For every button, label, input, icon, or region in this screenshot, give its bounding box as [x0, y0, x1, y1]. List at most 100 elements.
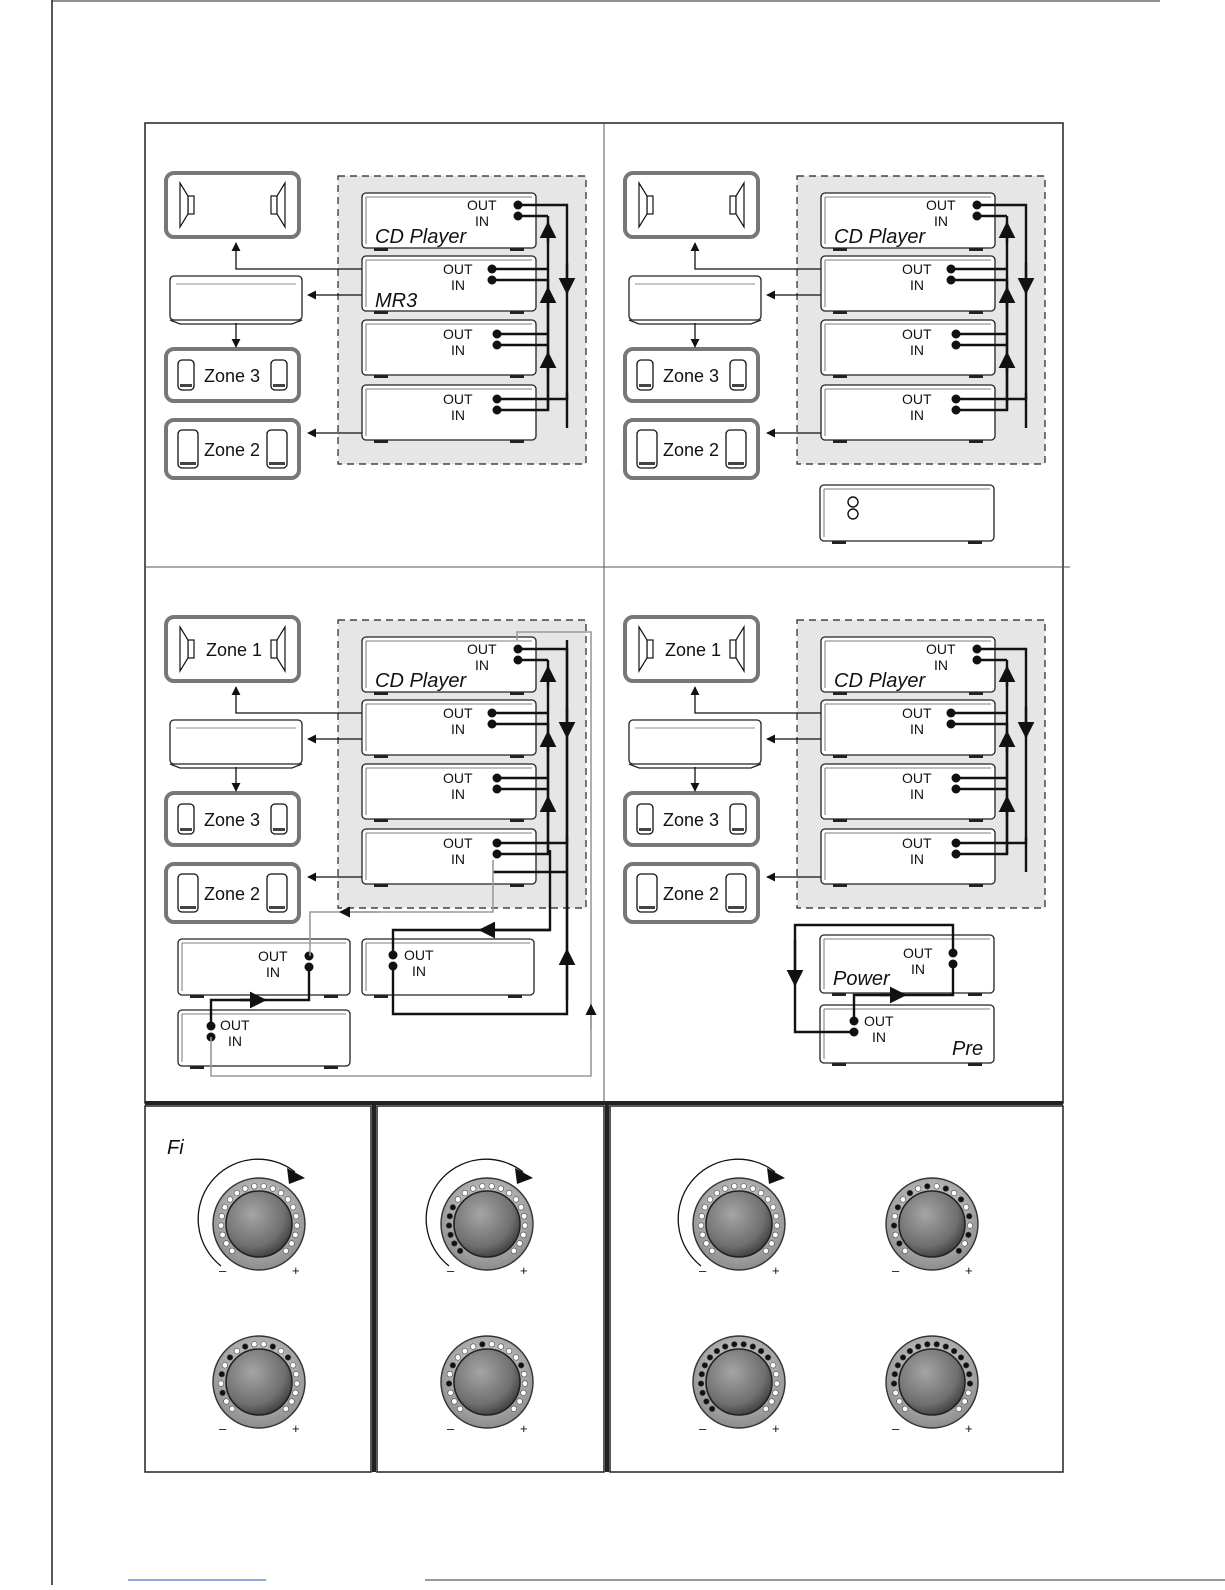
- dial-3b-led: [965, 1231, 972, 1238]
- dial-2a-led: [451, 1240, 458, 1247]
- dial-3a-plus: +: [772, 1263, 780, 1278]
- dial-3a-rotate-arrow-icon: [677, 1158, 776, 1267]
- source-unit-4-out-label: OUT: [902, 835, 932, 851]
- source-unit-2-out-label: OUT: [443, 261, 473, 277]
- dial-3c-led: [701, 1362, 708, 1369]
- dial-3c-led: [768, 1398, 775, 1405]
- cd-player-label: CD Player: [375, 226, 467, 248]
- dial-2a-led: [521, 1222, 529, 1229]
- source-unit-4-in-label: IN: [910, 851, 924, 867]
- source-unit-1-out-label: OUT: [926, 197, 956, 213]
- source-unit-4: [361, 384, 537, 443]
- dial-3b-led: [966, 1222, 974, 1229]
- dial-2b: –+: [440, 1335, 534, 1436]
- dial-3a-led: [764, 1196, 772, 1203]
- zone-amplifier: [628, 719, 762, 769]
- chain-unit-a-in-label: IN: [266, 964, 280, 980]
- dial-3d-led: [961, 1398, 968, 1405]
- source-unit-3-body: [361, 319, 537, 376]
- dial-1a-led: [242, 1185, 249, 1192]
- source-unit-2-foot-right: [969, 311, 983, 314]
- chain-unit-b: [361, 938, 535, 998]
- speaker-right-icon: [266, 873, 288, 913]
- source-unit-4-out-label: OUT: [443, 835, 473, 851]
- dial-3b-led: [933, 1183, 940, 1190]
- source-unit-4-foot-right: [969, 440, 983, 443]
- dial-3d-led: [965, 1389, 972, 1396]
- extra-unit-jack-bottom: [847, 508, 859, 520]
- speaker-right-icon: [725, 429, 747, 469]
- dial-1a-led: [290, 1204, 297, 1211]
- dial-1a-rotate-arrowhead-icon: [287, 1168, 305, 1184]
- speaker-left-cone-icon: [179, 624, 189, 674]
- dial-2b-led: [457, 1405, 464, 1412]
- dial-3d-led: [942, 1343, 949, 1350]
- speaker-right-icon: [725, 873, 747, 913]
- dial-3b-led: [955, 1247, 962, 1254]
- dial-3d-led: [963, 1362, 970, 1369]
- dial-3c-led: [698, 1371, 705, 1378]
- dial-2a-led: [512, 1196, 520, 1203]
- source-unit-2-in-label: IN: [910, 721, 924, 737]
- chain-unit-c-foot-left: [190, 1066, 204, 1069]
- dial-3c-led: [699, 1389, 706, 1396]
- dial-3d-knob: [898, 1348, 966, 1416]
- dial-3a-led: [773, 1213, 780, 1220]
- source-unit-2-out-label: OUT: [902, 705, 932, 721]
- dial-2b-minus: –: [447, 1421, 455, 1436]
- dial-1b-led: [242, 1343, 249, 1350]
- zone-3-speakers-label: Zone 3: [663, 366, 719, 386]
- dial-1b-led: [290, 1362, 297, 1369]
- dial-3a-led: [770, 1204, 777, 1211]
- dial-1a-led: [217, 1222, 225, 1229]
- wire-to-main-speakers: [690, 686, 821, 714]
- source-unit-2-foot-right: [969, 755, 983, 758]
- source-unit-4: [820, 384, 996, 443]
- bus-wire-outer: [977, 647, 1028, 872]
- speaker-right-cone-icon: [276, 624, 286, 674]
- cd-player-label: CD Player: [834, 670, 926, 692]
- dial-3a-minus: –: [699, 1263, 707, 1278]
- speaker-left-cone-icon: [638, 180, 648, 230]
- speaker-left-base-icon: [639, 906, 655, 909]
- speaker-left-base-icon: [639, 384, 651, 387]
- dial-3b-led: [957, 1196, 965, 1203]
- dial-1a-led: [223, 1240, 230, 1247]
- dial-3a-knob: [705, 1190, 773, 1258]
- speaker-left-icon: [187, 639, 195, 659]
- dial-2a-led: [446, 1213, 453, 1220]
- dial-1b-led: [269, 1343, 276, 1350]
- source-unit-3-foot-left: [833, 819, 847, 822]
- speaker-left-icon: [177, 803, 195, 835]
- speaker-right-icon: [729, 803, 747, 835]
- zone-2-speakers-label: Zone 2: [204, 440, 260, 460]
- speaker-left-icon: [636, 873, 658, 913]
- speaker-right-base-icon: [273, 384, 285, 387]
- extra-unit-box-foot-left: [832, 541, 846, 544]
- zone-3-speakers: Zone 3: [164, 791, 301, 847]
- dial-1b-led: [284, 1354, 292, 1361]
- dial-2a-led: [497, 1185, 504, 1192]
- dial-1a-led: [229, 1247, 236, 1254]
- dial-group-1-frame: [144, 1105, 372, 1473]
- dial-3d-minus: –: [892, 1421, 900, 1436]
- source-unit-1-foot-left: [833, 248, 847, 251]
- dial-1a-led: [233, 1189, 241, 1197]
- dial-2a-led: [479, 1183, 486, 1190]
- source-unit-1-foot-right: [969, 692, 983, 695]
- main-speakers: [164, 171, 301, 239]
- source-unit-4-in-label: IN: [451, 407, 465, 423]
- source-unit-4-foot-left: [374, 440, 388, 443]
- source-unit-1-out-label: OUT: [467, 197, 497, 213]
- dial-3d-led: [915, 1343, 922, 1350]
- source-unit-4: [820, 828, 996, 887]
- wire-to-main-speakers: [231, 686, 362, 714]
- speaker-right-icon: [729, 195, 737, 215]
- source-unit-2-in-label: IN: [451, 721, 465, 737]
- dial-1a: –+: [197, 1158, 306, 1278]
- chain-wire-b-feed: [391, 850, 552, 955]
- extra-unit-jack-top: [847, 496, 859, 508]
- speaker-right-base-icon: [269, 462, 285, 465]
